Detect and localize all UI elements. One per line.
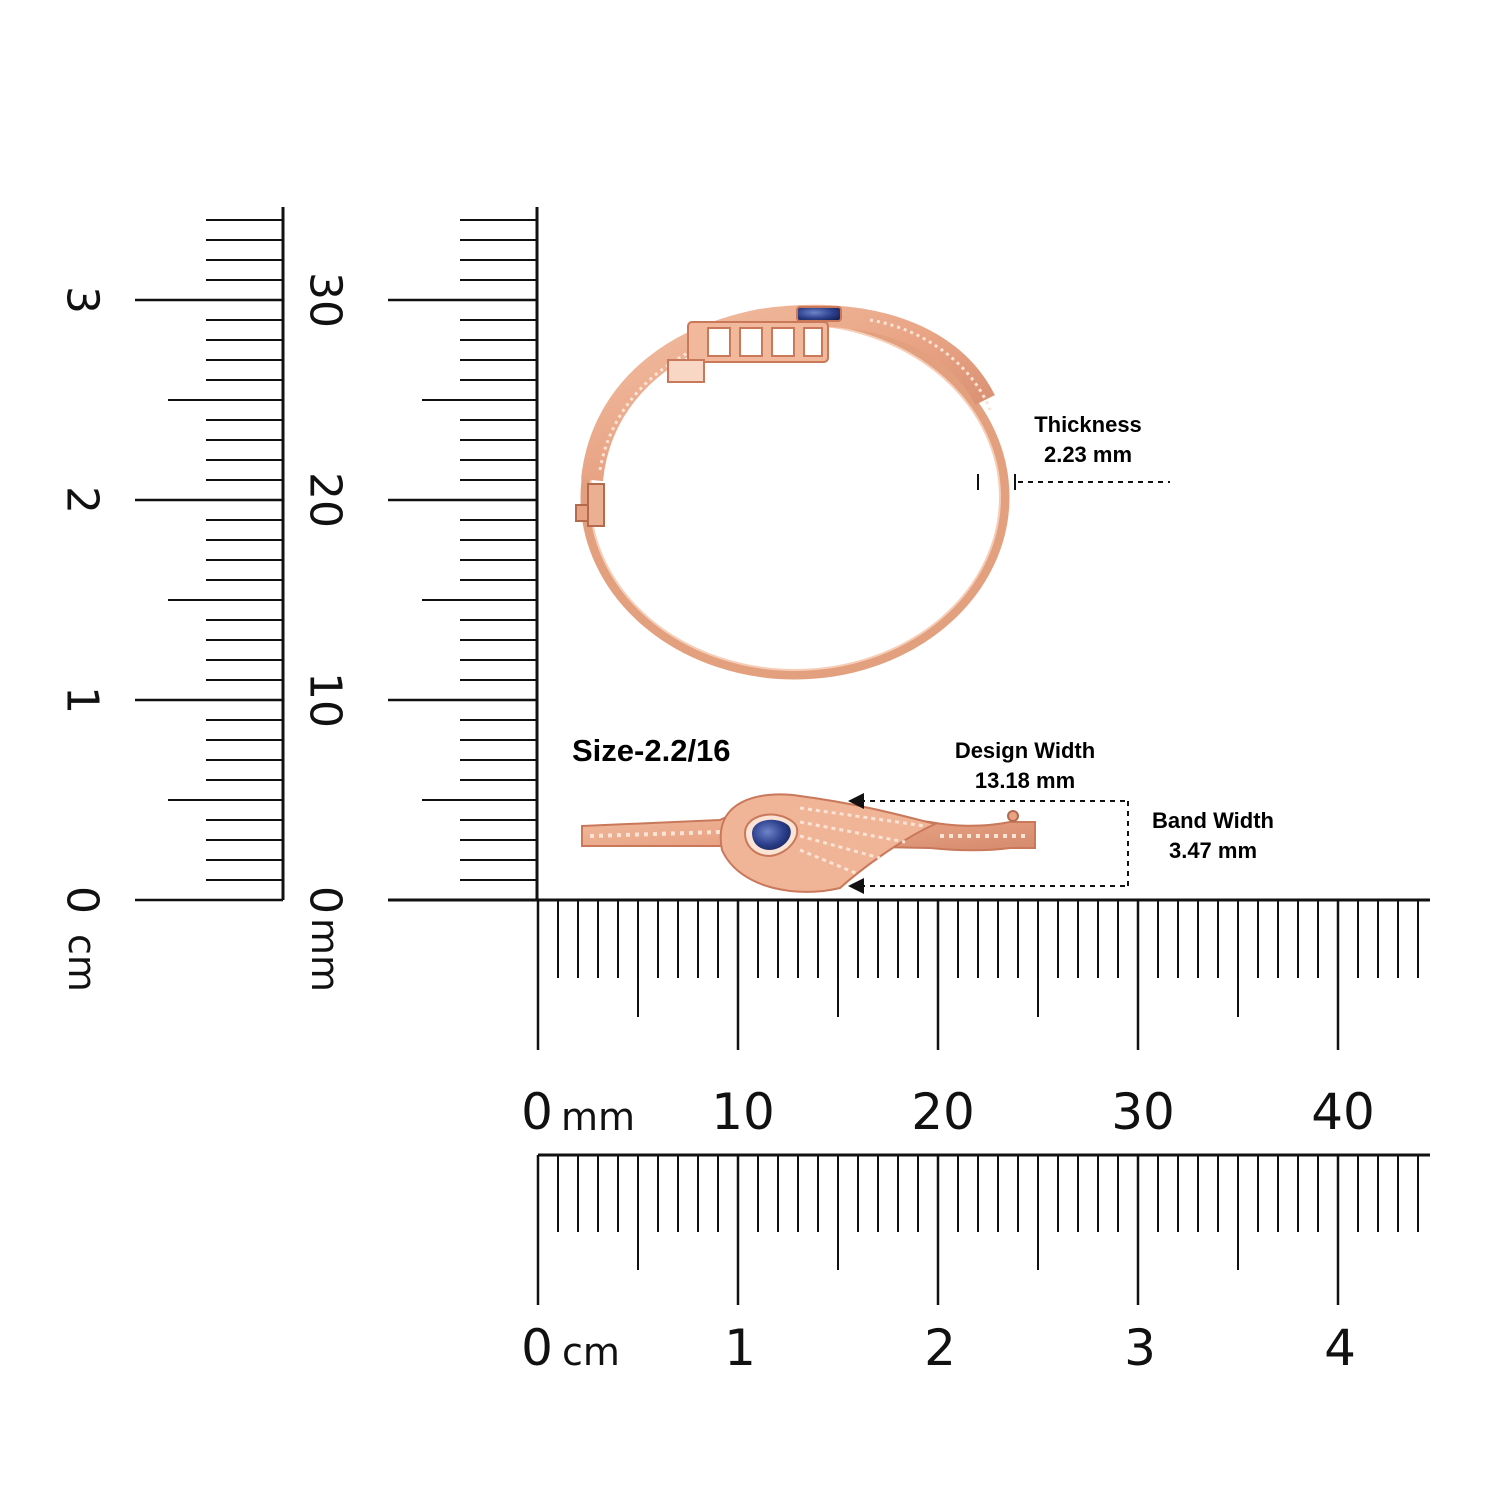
vertical-mm-label: 0 xyxy=(300,886,351,914)
band-width-title: Band Width xyxy=(1152,808,1274,833)
vertical-mm-unit: mm xyxy=(303,918,347,992)
vertical-cm-label: 1 xyxy=(57,686,108,714)
vertical-cm-label: 0 xyxy=(57,886,108,914)
sapphire-stone-icon xyxy=(796,306,842,322)
horizontal-mm-unit: mm xyxy=(561,1095,635,1139)
vertical-cm-ruler: 0 1 2 3 cm xyxy=(57,207,285,992)
horizontal-cm-label: 4 xyxy=(1324,1319,1356,1377)
bangle-top-view-icon xyxy=(575,304,1010,680)
vertical-cm-label: 3 xyxy=(57,286,108,314)
horizontal-mm-label: 10 xyxy=(711,1083,775,1141)
horizontal-mm-label: 0 xyxy=(521,1083,553,1141)
horizontal-cm-ruler: 0 1 2 3 4 cm xyxy=(521,1153,1430,1377)
horizontal-mm-label: 30 xyxy=(1111,1083,1175,1141)
vertical-mm-ruler: 0 10 20 30 mm xyxy=(300,207,539,992)
horizontal-cm-label: 2 xyxy=(924,1319,956,1377)
horizontal-cm-unit: cm xyxy=(562,1330,620,1374)
horizontal-mm-ruler: 0 10 20 30 40 mm xyxy=(388,898,1430,1141)
design-width-value: 13.18 mm xyxy=(974,768,1076,793)
vertical-mm-label: 30 xyxy=(300,272,351,328)
vertical-mm-label: 20 xyxy=(300,472,351,528)
horizontal-mm-label: 40 xyxy=(1311,1083,1375,1141)
horizontal-cm-label: 3 xyxy=(1124,1319,1156,1377)
sapphire-pear-icon xyxy=(752,819,791,850)
thickness-dimension-icon xyxy=(977,474,1170,490)
band-width-value: 3.47 mm xyxy=(1168,838,1258,863)
bangle-side-view-icon xyxy=(581,793,1036,893)
horizontal-cm-label: 1 xyxy=(724,1319,756,1377)
vertical-mm-label: 10 xyxy=(300,672,351,728)
horizontal-cm-label: 0 xyxy=(521,1319,553,1377)
thickness-title: Thickness xyxy=(1034,412,1142,437)
thickness-value: 2.23 mm xyxy=(1043,442,1133,467)
design-width-dimension-icon xyxy=(848,793,1129,894)
horizontal-mm-label: 20 xyxy=(911,1083,975,1141)
size-label: Size-2.2/16 xyxy=(572,733,731,768)
design-width-title: Design Width xyxy=(954,738,1096,763)
vertical-cm-label: 2 xyxy=(57,486,108,514)
vertical-cm-unit: cm xyxy=(60,934,104,992)
